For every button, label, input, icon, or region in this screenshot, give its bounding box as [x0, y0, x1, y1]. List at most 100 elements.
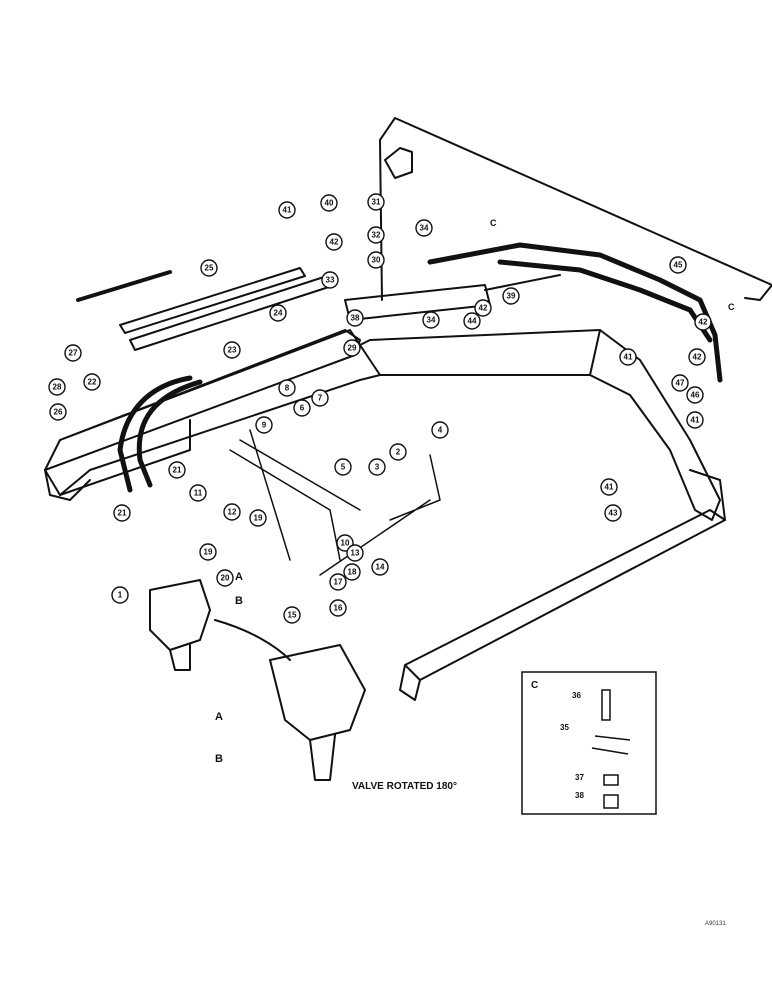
blade-plate — [379, 117, 772, 301]
callout-circle — [325, 233, 343, 251]
callout-number: 26 — [54, 408, 63, 417]
callout-circle — [320, 194, 338, 212]
callout-circle — [111, 586, 129, 604]
callout-number: 23 — [228, 346, 237, 355]
callout-circle — [502, 287, 520, 305]
callout-circle — [49, 403, 67, 421]
callout-number: 5 — [341, 463, 346, 472]
callout-circle — [422, 311, 440, 329]
callout-number: 38 — [351, 314, 360, 323]
callout-number: 24 — [274, 309, 283, 318]
callout-circle — [189, 484, 207, 502]
callout-number: 3 — [375, 463, 380, 472]
callout-number: 16 — [334, 604, 343, 613]
callout-number: 4 — [438, 426, 443, 435]
callout-number: 6 — [300, 404, 305, 413]
callout-number: 34 — [420, 224, 429, 233]
callout-number: 10 — [341, 539, 350, 548]
callout-circle — [346, 544, 364, 562]
callout-number: 28 — [53, 383, 62, 392]
callout-number: 34 — [427, 316, 436, 325]
inset-detail-c: C 36 35 37 38 — [521, 671, 657, 815]
callout-circle — [371, 558, 389, 576]
blade-bracket-top — [384, 147, 413, 179]
callout-number: 42 — [330, 238, 339, 247]
section-c-top: C — [490, 218, 497, 228]
callout-number: 9 — [262, 421, 267, 430]
callout-circle — [688, 348, 706, 366]
valve-rotated — [269, 644, 366, 781]
callout-number: 21 — [173, 466, 182, 475]
callout-circle — [223, 503, 241, 521]
callout-circle — [255, 416, 273, 434]
callout-circle — [269, 304, 287, 322]
lift-cylinder — [344, 274, 561, 321]
callout-number: 47 — [676, 379, 685, 388]
callout-circle — [48, 378, 66, 396]
callout-number: 30 — [372, 256, 381, 265]
callout-circle — [113, 504, 131, 522]
callout-circle — [329, 573, 347, 591]
callout-number: 19 — [254, 514, 263, 523]
callout-number: 20 — [221, 574, 230, 583]
callout-number: 42 — [479, 304, 488, 313]
callout-number: 11 — [194, 489, 203, 498]
callout-number: 33 — [326, 276, 335, 285]
callout-circle — [367, 226, 385, 244]
callout-circle — [368, 458, 386, 476]
callout-circle — [249, 509, 267, 527]
callout-number: 41 — [624, 353, 633, 362]
callout-number: 42 — [699, 318, 708, 327]
callout-number: 21 — [118, 509, 127, 518]
wear-strip-25 — [119, 267, 306, 334]
callout-circle — [619, 348, 637, 366]
callout-number: 27 — [69, 349, 78, 358]
callout-circle — [199, 543, 217, 561]
callout-number: 45 — [674, 261, 683, 270]
callout-number: 42 — [693, 353, 702, 362]
port-label-a: A — [235, 571, 243, 583]
callout-circle — [463, 312, 481, 330]
left-push-beam — [44, 329, 361, 471]
callout-circle — [83, 373, 101, 391]
callout-circle — [329, 599, 347, 617]
hose-left-2 — [136, 379, 203, 488]
callout-circle — [389, 443, 407, 461]
callout-circle — [293, 399, 311, 417]
callout-circle — [283, 606, 301, 624]
callout-number: 31 — [372, 198, 381, 207]
callout-number: 40 — [325, 199, 334, 208]
callout-number: 17 — [334, 578, 343, 587]
callout-number: 41 — [283, 206, 292, 215]
callout-number: 2 — [396, 448, 401, 457]
callout-number: 29 — [348, 344, 357, 353]
hose-right-2 — [497, 259, 713, 343]
callout-number: 8 — [285, 384, 290, 393]
callout-circle — [216, 569, 234, 587]
c-frame — [44, 329, 721, 521]
inset-label: C — [531, 680, 538, 691]
callout-circle — [415, 219, 433, 237]
callout-circle — [200, 259, 218, 277]
inset-part-35: 35 — [560, 723, 569, 732]
callout-circle — [669, 256, 687, 274]
valve-arrow — [214, 619, 291, 661]
callout-circle — [343, 339, 361, 357]
callout-number: 25 — [205, 264, 214, 273]
callout-number: 18 — [348, 568, 357, 577]
c-frame-inner — [359, 329, 601, 376]
callout-number: 22 — [88, 378, 97, 387]
inset-part-37: 37 — [575, 773, 584, 782]
port-label-a-rotated: A — [215, 711, 223, 723]
callout-number: 46 — [691, 391, 700, 400]
control-valve — [149, 579, 211, 671]
callout-circle — [278, 201, 296, 219]
callout-number: 14 — [376, 563, 385, 572]
figure-id: A90131 — [705, 921, 726, 927]
tube-set — [229, 429, 441, 576]
callout-number: 13 — [351, 549, 360, 558]
callout-number: 39 — [507, 292, 516, 301]
port-label-b: B — [235, 595, 243, 607]
valve-rotated-caption: VALVE ROTATED 180° — [352, 781, 457, 792]
callout-number: 1 — [118, 591, 123, 600]
